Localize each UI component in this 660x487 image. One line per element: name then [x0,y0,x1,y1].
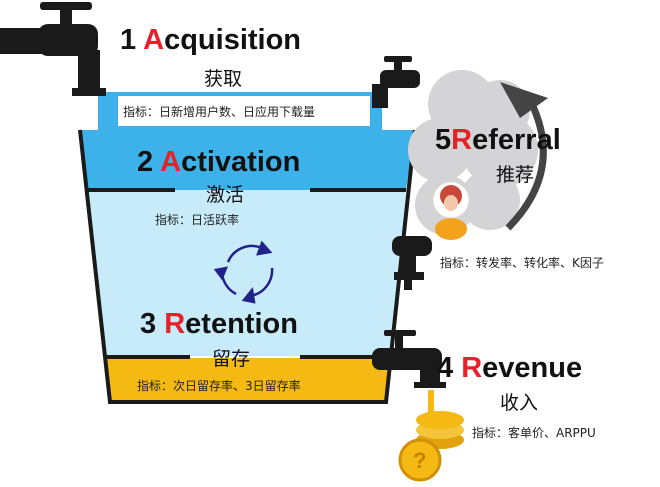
coins-icon: ? [398,390,464,482]
retention-title: 3 Retention [140,308,298,340]
retention-cn: 留存 [212,348,251,370]
monkey-avatar-icon [432,181,470,240]
acquisition-title: 1 Acquisition [120,24,302,56]
cycle-arrows-icon [213,240,274,304]
revenue-metric: 指标：客单价、ARPPU [472,426,596,440]
svg-text:?: ? [413,448,426,473]
referral-cn: 推荐 [496,164,535,186]
retention-metric: 指标：次日留存率、3日留存率 [137,379,301,393]
activation-cn: 激活 [206,184,245,206]
referral-arrow-icon [500,82,548,231]
faucet-icon [372,330,446,388]
bucket [78,129,417,404]
faucet-icon [0,2,106,96]
faucet-icon [372,56,420,108]
activation-title: 2 Activation [137,146,301,178]
acquisition-cn: 获取 [204,68,243,90]
revenue-title: 4 Revenue [437,352,583,384]
faucet-icon [392,236,432,290]
activation-metric: 指标：日活跃率 [155,213,240,227]
acquisition-metric: 指标：日新增用户数、日应用下载量 [123,105,316,119]
referral-title: 5Referral [435,124,561,156]
revenue-cn: 收入 [500,392,539,414]
inlet-pipe [98,92,382,132]
referral-metric: 指标：转发率、转化率、K因子 [440,256,604,270]
